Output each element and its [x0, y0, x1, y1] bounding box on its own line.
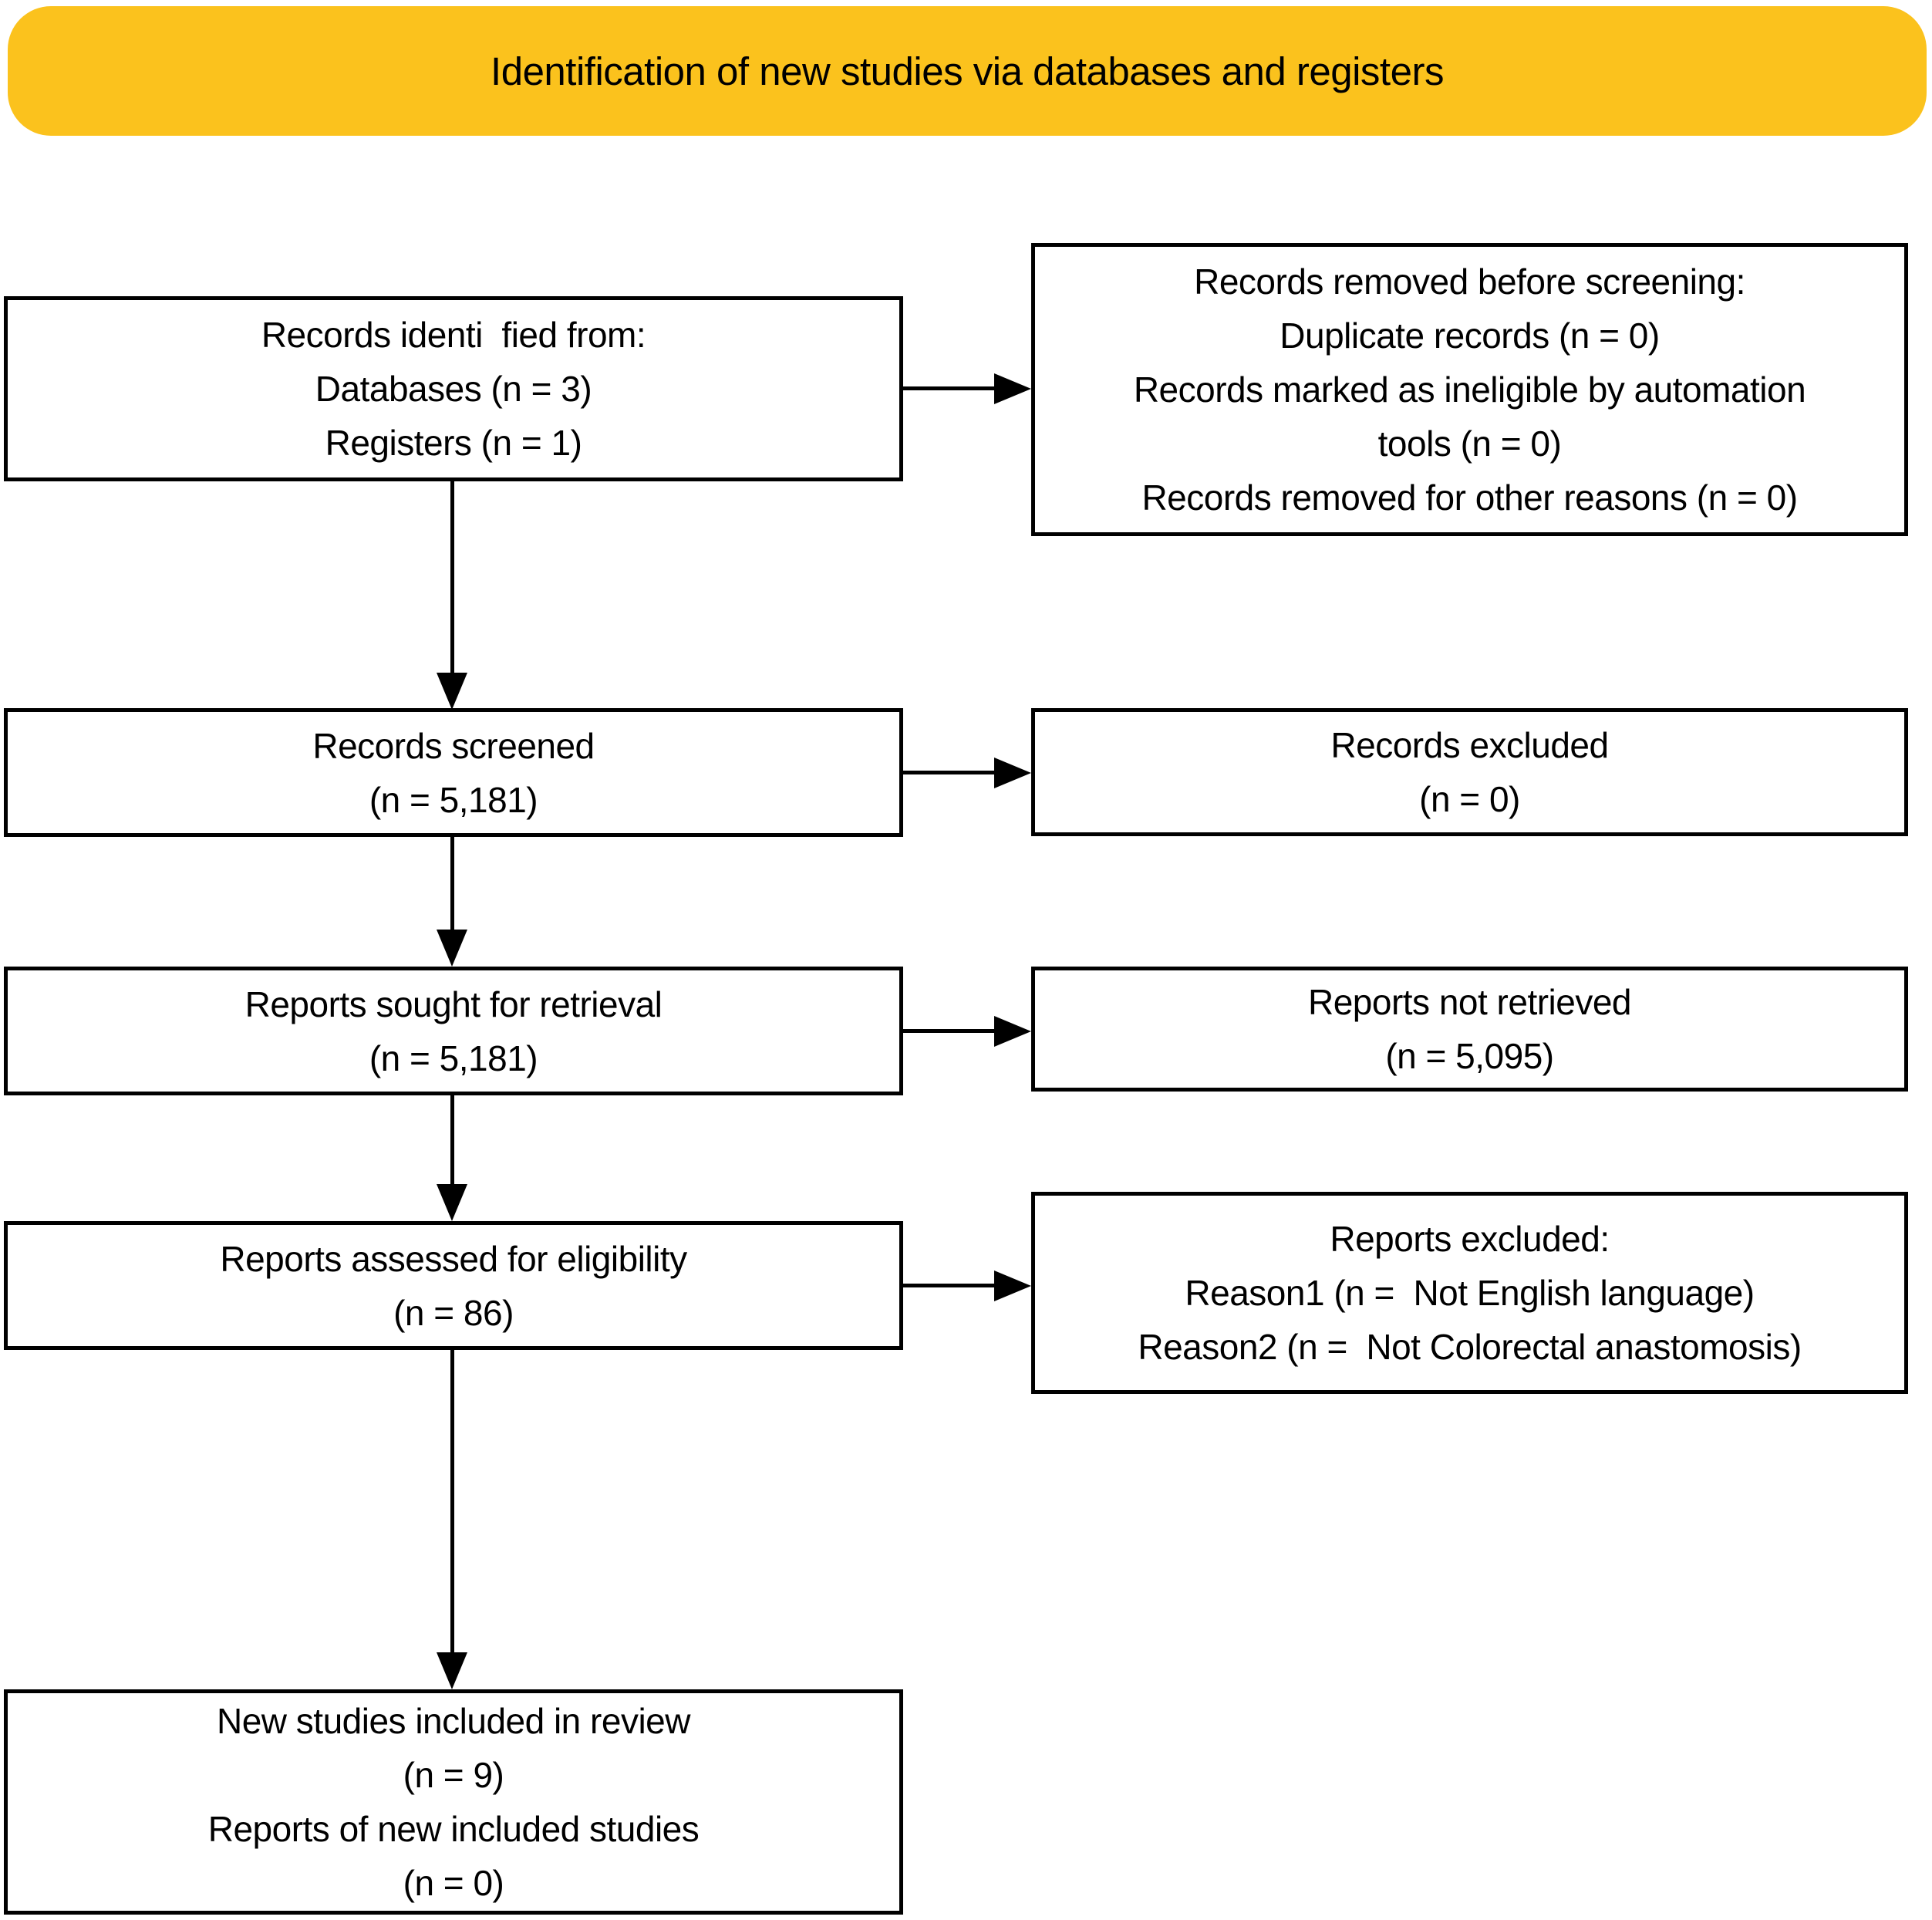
arrow-identified-to-screened-shaft: [450, 478, 454, 676]
box-line: (n = 0): [403, 1863, 504, 1903]
arrow-screened-to-sought-head: [437, 930, 467, 967]
arrow-assessed-to-included-shaft: [450, 1348, 454, 1655]
arrow-identified-to-removed-head: [994, 373, 1031, 404]
box-line: Records screened: [312, 725, 595, 766]
box-line: Registers (n = 1): [325, 423, 582, 463]
box-line: Reports excluded:: [1330, 1219, 1610, 1259]
box-line: New studies included in review: [217, 1701, 690, 1741]
arrow-sought-to-not-retrieved-head: [994, 1016, 1031, 1047]
box-line: (n = 5,181): [369, 779, 538, 820]
box-line: Records removed for other reasons (n = 0…: [1141, 477, 1798, 518]
arrow-identified-to-screened-head: [437, 673, 467, 710]
box-line: Reports of new included studies: [207, 1809, 700, 1849]
arrow-screened-to-excluded-head: [994, 758, 1031, 788]
box-line: Databases (n = 3): [315, 369, 592, 409]
box-reports-sought-for-retrieval: Reports sought for retrieval (n = 5,181): [4, 967, 903, 1095]
banner-title: Identification of new studies via databa…: [491, 49, 1444, 93]
box-line: Reports not retrieved: [1307, 982, 1632, 1022]
arrow-sought-to-not-retrieved-shaft: [902, 1029, 996, 1033]
arrow-sought-to-assessed-head: [437, 1184, 467, 1221]
box-line: (n = 0): [1419, 779, 1520, 819]
box-line: (n = 5,181): [369, 1038, 538, 1078]
arrow-screened-to-excluded-shaft: [902, 771, 996, 774]
arrow-sought-to-assessed-shaft: [450, 1094, 454, 1188]
box-line: Reason1 (n = Not English language): [1185, 1273, 1755, 1313]
box-reports-not-retrieved: Reports not retrieved (n = 5,095): [1031, 967, 1908, 1092]
box-reports-assessed-for-eligibility: Reports assessed for eligibility (n = 86…: [4, 1221, 903, 1350]
box-line: Records marked as ineligible by automati…: [1133, 369, 1806, 410]
arrow-assessed-to-excluded-head: [994, 1270, 1031, 1301]
box-records-removed-before-screening: Records removed before screening: Duplic…: [1031, 243, 1908, 536]
box-line: Records removed before screening:: [1194, 262, 1745, 302]
box-line: Reason2 (n = Not Colorectal anastomosis): [1138, 1327, 1802, 1367]
box-line: Duplicate records (n = 0): [1280, 316, 1660, 356]
arrow-assessed-to-excluded-shaft: [902, 1284, 996, 1287]
box-line: Reports sought for retrieval: [244, 984, 663, 1024]
box-line: (n = 86): [393, 1292, 514, 1333]
arrow-identified-to-removed-shaft: [902, 386, 996, 390]
box-new-studies-included: New studies included in review (n = 9) R…: [4, 1689, 903, 1915]
arrow-assessed-to-included-head: [437, 1652, 467, 1689]
box-line: Records excluded: [1330, 725, 1609, 765]
box-line: (n = 5,095): [1385, 1036, 1554, 1076]
box-records-excluded: Records excluded (n = 0): [1031, 708, 1908, 836]
box-line: tools (n = 0): [1377, 423, 1562, 464]
box-line: (n = 9): [403, 1755, 504, 1795]
box-reports-excluded: Reports excluded: Reason1 (n = Not Engli…: [1031, 1192, 1908, 1394]
box-line: Reports assessed for eligibility: [220, 1238, 687, 1279]
identification-banner: Identification of new studies via databa…: [8, 6, 1927, 136]
box-records-screened: Records screened (n = 5,181): [4, 708, 903, 837]
box-line: Records identi fied from:: [261, 315, 646, 355]
box-records-identified: Records identi fied from: Databases (n =…: [4, 296, 903, 481]
arrow-screened-to-sought-shaft: [450, 835, 454, 933]
